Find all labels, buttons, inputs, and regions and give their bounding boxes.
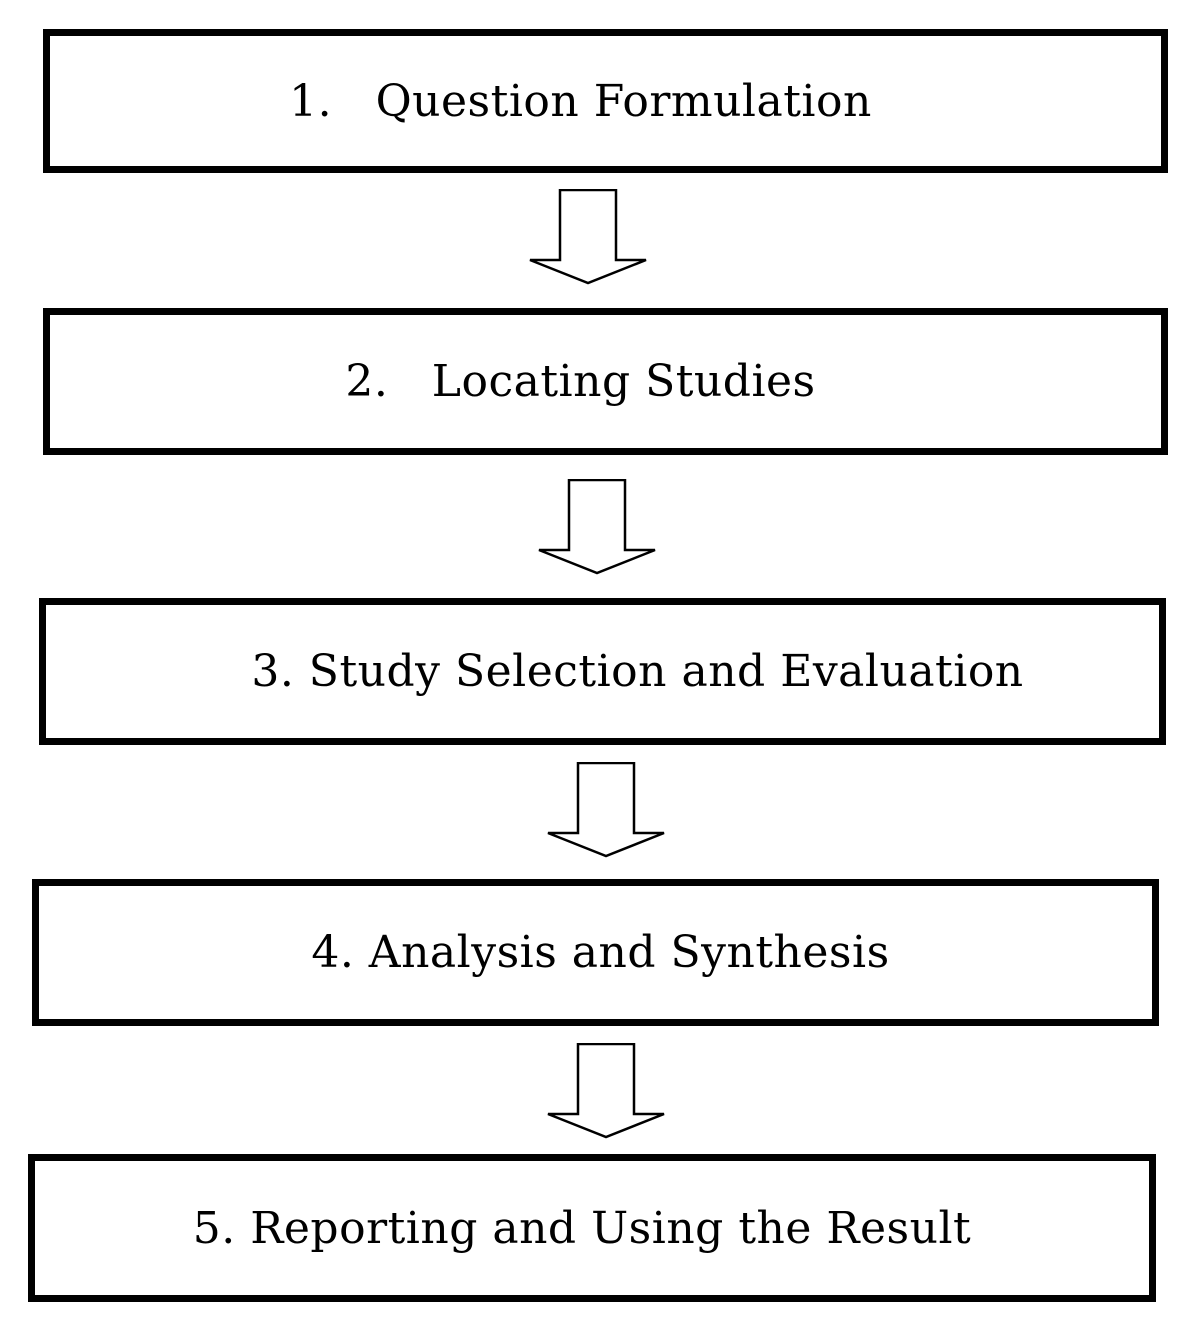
- down-arrow-icon: [547, 1043, 667, 1139]
- step-box-question-formulation: 1. Question Formulation: [43, 29, 1168, 173]
- step-label-reporting-result: 5. Reporting and Using the Result: [192, 1202, 972, 1254]
- down-arrow-icon: [547, 762, 667, 858]
- down-arrow-icon: [538, 479, 658, 575]
- step-box-study-selection-evaluation: 3. Study Selection and Evaluation: [39, 598, 1166, 745]
- step-label-locating-studies: 2. Locating Studies: [345, 356, 816, 407]
- down-arrow-icon: [529, 189, 649, 285]
- step-box-analysis-synthesis: 4. Analysis and Synthesis: [32, 879, 1159, 1026]
- step-label-question-formulation: 1. Question Formulation: [289, 75, 872, 127]
- step-box-locating-studies: 2. Locating Studies: [43, 308, 1168, 455]
- step-label-analysis-synthesis: 4. Analysis and Synthesis: [311, 927, 890, 978]
- step-box-reporting-result: 5. Reporting and Using the Result: [28, 1154, 1156, 1302]
- step-label-study-selection-evaluation: 3. Study Selection and Evaluation: [251, 646, 1024, 697]
